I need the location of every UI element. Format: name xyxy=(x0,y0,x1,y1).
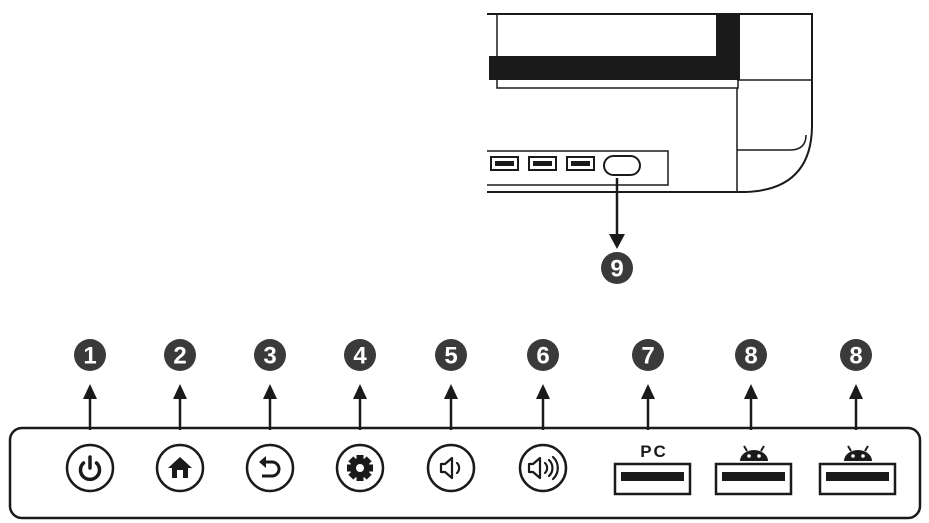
callout-5: 5 xyxy=(435,339,467,430)
callout-badge-3 xyxy=(254,339,286,371)
callout-badge-8a xyxy=(735,339,767,371)
callout-badge-9: 9 xyxy=(601,252,633,284)
svg-text:8: 8 xyxy=(849,343,862,370)
device-bezel-edge xyxy=(736,79,812,192)
svg-text:8: 8 xyxy=(744,343,757,370)
usb-slot-icon xyxy=(826,472,889,481)
volume-down-button[interactable] xyxy=(426,443,476,493)
callout-6: 6 xyxy=(527,339,559,430)
callout-8a: 8 xyxy=(735,339,767,430)
svg-text:9: 9 xyxy=(610,256,623,283)
top-usb-port-1-slot xyxy=(495,161,514,166)
svg-text:3: 3 xyxy=(263,343,276,370)
volume-down-icon xyxy=(439,456,461,480)
power-icon xyxy=(78,455,102,482)
callout-badge-5 xyxy=(435,339,467,371)
pc-label: PC xyxy=(640,442,668,461)
callout-2: 2 xyxy=(164,339,196,430)
svg-text:2: 2 xyxy=(173,343,186,370)
gear-icon xyxy=(347,455,373,481)
callout-badge-1 xyxy=(74,339,106,371)
svg-text:7: 7 xyxy=(641,343,654,370)
callout-8b: 8 xyxy=(840,339,872,430)
usb-slot-icon xyxy=(621,472,684,481)
svg-text:1: 1 xyxy=(83,343,96,370)
volume-up-button[interactable] xyxy=(518,443,568,493)
top-usb-port-2-slot xyxy=(533,161,552,166)
arrow-9 xyxy=(609,178,625,249)
callout-7: 7 xyxy=(632,339,664,430)
svg-text:4: 4 xyxy=(353,343,367,370)
screen-black-edge xyxy=(716,14,740,80)
callout-badge-2 xyxy=(164,339,196,371)
android-icon xyxy=(740,445,768,461)
callout-1: 1 xyxy=(74,339,106,430)
settings-button[interactable] xyxy=(335,443,385,493)
home-button[interactable] xyxy=(155,443,205,493)
usb-slot-icon xyxy=(722,472,785,481)
home-icon xyxy=(168,457,192,478)
screen-black-band xyxy=(489,56,739,80)
android-usb-port-2[interactable] xyxy=(818,445,897,496)
callout-badge-7 xyxy=(632,339,664,371)
android-usb-port-1[interactable] xyxy=(714,445,793,496)
back-button[interactable] xyxy=(245,443,295,493)
callout-badge-8b xyxy=(840,339,872,371)
callout-badge-6 xyxy=(527,339,559,371)
device-outer-frame xyxy=(487,13,813,193)
port-bar-outline xyxy=(487,150,669,186)
svg-text:6: 6 xyxy=(536,343,549,370)
back-icon xyxy=(259,456,281,478)
device-corner-view xyxy=(487,13,813,193)
callout-3: 3 xyxy=(254,339,286,430)
callout-badge-4 xyxy=(344,339,376,371)
android-icon xyxy=(844,445,872,461)
ir-sensor-window xyxy=(603,155,641,176)
top-usb-port-3-slot xyxy=(571,161,590,166)
pc-usb-port[interactable]: PC xyxy=(613,442,692,496)
power-button[interactable] xyxy=(65,443,115,493)
callout-4: 4 xyxy=(344,339,376,430)
volume-up-icon xyxy=(527,455,559,481)
svg-text:5: 5 xyxy=(444,343,457,370)
